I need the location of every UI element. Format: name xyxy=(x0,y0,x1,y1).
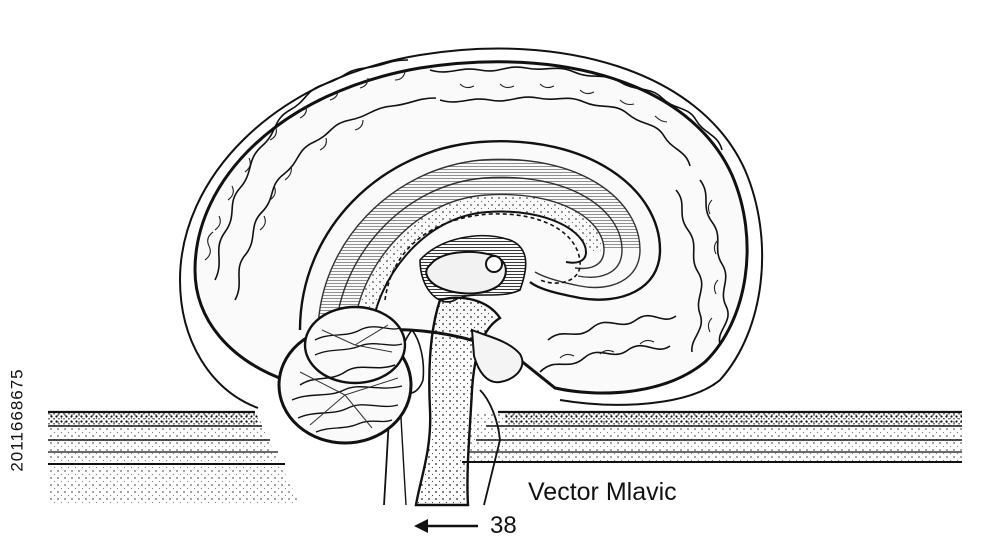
author-credit: Vector Mlavic xyxy=(528,478,677,506)
corpus-callosum xyxy=(298,140,662,331)
stock-id-text: 2011668675 xyxy=(8,368,28,472)
outer-outline xyxy=(178,47,764,409)
pons xyxy=(470,328,524,384)
skull-layers xyxy=(48,410,962,505)
brainstem xyxy=(414,296,502,507)
cingulate-folds xyxy=(384,213,581,301)
gyri xyxy=(214,59,729,373)
arrow-annotation: 38 xyxy=(412,512,517,540)
gyri-fine xyxy=(204,71,719,359)
arrow-label: 38 xyxy=(490,512,517,539)
cerebellum xyxy=(277,305,413,445)
pineal-region xyxy=(485,255,503,273)
stock-id-vertical: 2011668675 xyxy=(4,300,32,540)
left-arrow-icon xyxy=(414,519,478,533)
